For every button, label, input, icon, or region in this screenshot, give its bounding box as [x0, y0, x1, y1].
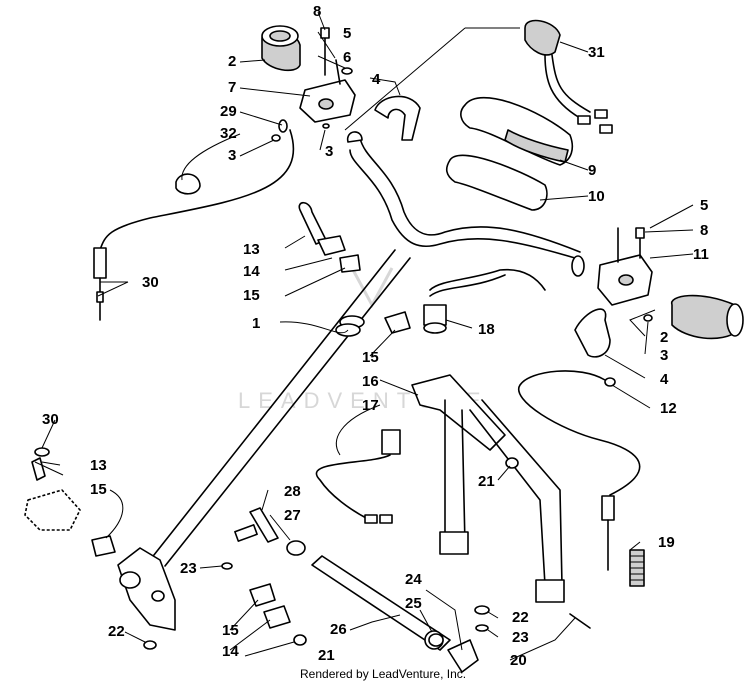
- callout-5-right: 5: [700, 197, 708, 214]
- callout-10: 10: [588, 188, 605, 205]
- callout-4-top: 4: [372, 71, 381, 88]
- detail-box: [344, 27, 520, 131]
- callout-29: 29: [220, 103, 237, 120]
- callout-19: 19: [658, 534, 675, 551]
- callout-13-lower: 13: [90, 457, 107, 474]
- key-switch-18: [423, 268, 546, 334]
- callout-23-right: 23: [512, 629, 529, 646]
- washer-23-right: [475, 624, 489, 632]
- support-bracket: [411, 374, 565, 603]
- callout-6: 6: [343, 49, 351, 66]
- callout-14-upper: 14: [243, 263, 260, 280]
- callout-3-left: 3: [228, 147, 236, 164]
- nut-25: [428, 633, 444, 647]
- callout-12: 12: [660, 400, 677, 417]
- callout-15-mid: 15: [362, 349, 379, 366]
- washer-23-left: [221, 562, 233, 570]
- washer-3-mid: [322, 123, 330, 129]
- screw-29: [278, 119, 288, 133]
- switch-31: [524, 19, 613, 134]
- callout-11: 11: [693, 246, 709, 263]
- handlebar: [346, 131, 585, 277]
- spring-19: [629, 549, 645, 587]
- nut-21-right: [505, 457, 519, 469]
- callout-labels: 8 5 6 4 2 7 29 32 3 3 31 9 10 5 8 11 2 3…: [42, 3, 709, 669]
- sensor-17: [315, 429, 401, 524]
- callout-22-left: 22: [108, 623, 125, 640]
- callout-15-upper: 15: [243, 287, 260, 304]
- callout-15-lower-left: 15: [90, 481, 107, 498]
- clip-ring: [175, 173, 201, 195]
- callout-2-right: 2: [660, 329, 668, 346]
- grip-right: [671, 294, 744, 340]
- callout-16: 16: [362, 373, 379, 390]
- washer-3-right: [643, 314, 653, 322]
- callout-27: 27: [284, 507, 301, 524]
- callout-4-right: 4: [660, 371, 669, 388]
- grip-left: [261, 25, 301, 72]
- leader-lines: [34, 11, 694, 661]
- cable-clamp-upper: [298, 201, 361, 273]
- callout-30-lower: 30: [42, 411, 59, 428]
- callout-32: 32: [220, 125, 237, 142]
- cable-clamp-lower: [249, 583, 307, 646]
- pad-10: [445, 154, 548, 211]
- footer-credit: Rendered by LeadVenture, Inc.: [300, 667, 466, 681]
- callout-3-mid: 3: [325, 143, 333, 160]
- washer-22-left: [143, 640, 157, 650]
- callout-8-top: 8: [313, 3, 321, 20]
- callout-9: 9: [588, 162, 596, 179]
- callout-14-lower: 14: [222, 643, 239, 660]
- brake-cable: [517, 370, 641, 571]
- callout-31: 31: [588, 44, 605, 61]
- callout-15-lower: 15: [222, 622, 239, 639]
- pin-20: [569, 613, 591, 629]
- callout-24: 24: [405, 571, 422, 588]
- callout-7: 7: [228, 79, 236, 96]
- handlebar-clamp-right: [597, 227, 653, 306]
- clip-15-mid: [384, 311, 411, 334]
- clip-upper: [374, 95, 421, 141]
- clip-lower: [574, 308, 611, 358]
- callout-22-right: 22: [512, 609, 529, 626]
- callout-30-upper: 30: [142, 274, 159, 291]
- callout-1: 1: [252, 315, 260, 332]
- callout-13-upper: 13: [243, 241, 260, 258]
- throttle-cable: [93, 129, 295, 321]
- callout-5-top: 5: [343, 25, 351, 42]
- callout-23-left: 23: [180, 560, 197, 577]
- nut-27: [286, 540, 306, 556]
- handlebar-clamp-left: [299, 27, 356, 123]
- callout-26: 26: [330, 621, 347, 638]
- callout-3-right: 3: [660, 347, 668, 364]
- callout-18: 18: [478, 321, 495, 338]
- watermark-logo: [350, 267, 394, 309]
- cable-clamp-lower-left: [24, 447, 116, 557]
- callout-21-lower: 21: [318, 647, 335, 664]
- callout-8-right: 8: [700, 222, 708, 239]
- washer-22-right: [474, 605, 490, 615]
- callout-28: 28: [284, 483, 301, 500]
- bolt-28: [234, 507, 279, 543]
- rod-end-24: [447, 639, 479, 673]
- callout-20: 20: [510, 652, 527, 669]
- washer-3-left: [271, 134, 281, 142]
- callout-25: 25: [405, 595, 422, 612]
- callout-17: 17: [362, 397, 379, 414]
- callout-21-right: 21: [478, 473, 495, 490]
- steering-post: [117, 249, 411, 631]
- callout-2-top: 2: [228, 53, 236, 70]
